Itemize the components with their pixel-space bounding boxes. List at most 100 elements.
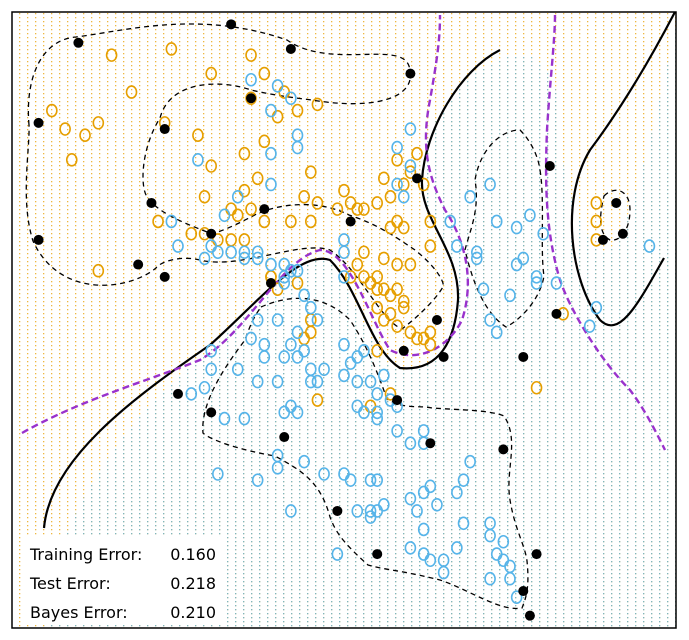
blue-point [470,245,483,260]
support-vector-point [518,586,529,597]
blue-point [251,245,264,260]
orange-point [364,276,377,290]
blue-point [497,534,510,549]
support-vector-point [259,204,270,215]
blue-point [371,473,384,487]
orange-point [530,380,543,395]
blue-point [245,72,257,87]
orange-point [105,48,118,62]
blue-point [457,516,470,531]
orange-point [378,313,390,327]
blue-point [417,522,430,537]
blue-point [583,319,596,333]
orange-point [304,214,317,229]
blue-class-points [165,72,656,605]
blue-point [251,251,264,266]
blue-point [530,276,543,290]
error-label: Training Error: [29,545,142,564]
blue-point [291,263,304,278]
support-vector-point [524,610,535,621]
orange-point [291,103,304,118]
blue-point [530,270,543,284]
orange-point [245,48,257,62]
orange-point [391,257,403,272]
blue-point [490,325,503,340]
support-vector-point [173,388,183,399]
blue-point [351,504,364,518]
support-vector-point [551,308,562,319]
blue-point [291,325,304,340]
support-vector-point [33,234,44,245]
blue-point [424,479,437,494]
support-vector-point [73,37,84,48]
blue-point [338,368,350,383]
orange-point [417,177,430,192]
blue-point [205,362,217,377]
blue-point [265,177,277,192]
orange-point [338,183,350,198]
support-vector-point [159,124,170,135]
support-vector-point [438,351,449,362]
blue-point [318,467,330,481]
blue-point [212,467,224,481]
orange-point [397,300,410,315]
blue-point [550,276,563,290]
blue-point [444,214,457,229]
orange-point [404,165,417,179]
orange-point [311,196,324,210]
support-vector-point [412,173,423,184]
support-vector-point [372,549,383,560]
blue-point [185,387,198,401]
support-vector-point [206,407,217,418]
support-vector-point [265,278,276,289]
orange-point [411,146,423,161]
blue-point [298,288,310,303]
blue-point [358,343,370,358]
blue-point [510,590,523,605]
orange-point [397,294,410,309]
blue-point [338,337,350,352]
support-vector-point [226,19,237,30]
blue-point [497,553,510,568]
orange-point [304,165,317,179]
orange-point [344,270,357,284]
region-background [12,12,676,628]
blue-point [278,405,291,420]
blue-point [364,510,377,524]
support-vector-point [425,438,436,449]
support-vector-point [279,432,290,443]
blue-point [251,473,264,487]
blue-point [192,153,204,167]
support-vector-point [206,228,217,239]
blue-point [484,313,496,327]
blue-point [278,276,291,290]
orange-point [311,393,324,407]
support-vector-point [159,271,170,282]
support-vector-point [597,234,608,245]
blue-point [484,516,496,531]
blue-point [424,553,437,568]
bayes-decision-boundary [21,14,667,451]
blue-point [212,245,224,260]
orange-point [238,146,251,161]
blue-point [391,424,403,438]
orange-point [46,103,58,118]
blue-point [285,504,297,518]
margin-orange-top [25,23,445,330]
orange-point [351,257,364,272]
orange-point [59,122,71,136]
error-label: Test Error: [29,574,111,593]
support-vector-point [531,549,542,560]
blue-point [271,448,284,463]
blue-point [311,313,324,327]
orange-point [378,282,390,297]
orange-point [65,153,78,167]
blue-point [510,220,523,235]
blue-point [218,208,231,223]
blue-point [371,405,384,420]
blue-point [378,368,390,383]
orange-point [358,245,370,260]
support-vector-point [146,197,157,208]
